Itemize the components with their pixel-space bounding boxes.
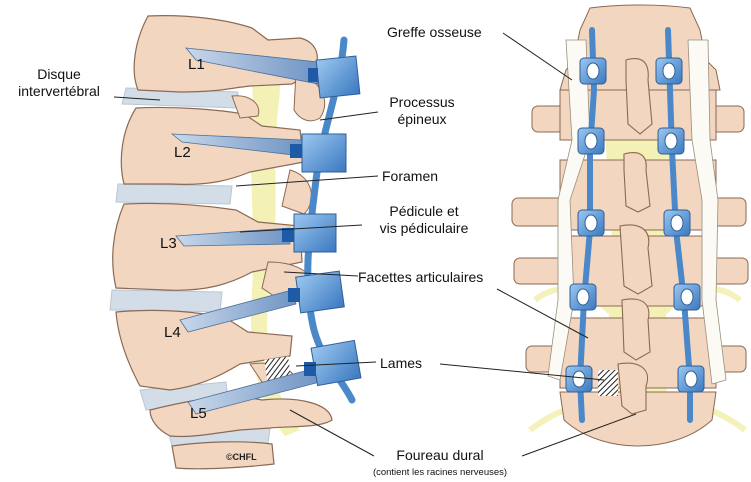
vertebra-label-l4: L4 (164, 324, 181, 341)
label-intervertebral-disc: Disque intervertébral (4, 66, 114, 100)
label-foramen: Foramen (382, 168, 439, 184)
label-spinous-line1: Processus (389, 94, 455, 110)
screw-collars-lateral (282, 68, 318, 376)
label-bone-graft: Greffe osseuse (387, 24, 482, 40)
label-dural-sac-note: (contient les racines nerveuses) (372, 467, 508, 478)
vertebra-label-l1: L1 (188, 56, 205, 73)
label-facet-joints: Facettes articulaires (358, 269, 484, 285)
label-dural-sac-title: Foureau dural (396, 447, 484, 463)
label-disc-line2: intervertébral (18, 83, 100, 99)
vertebra-label-l5: L5 (190, 405, 207, 422)
lateral-view (109, 15, 362, 470)
screw-heads-lateral (293, 55, 362, 387)
copyright-mark: ©CHFL (226, 452, 257, 462)
label-pedicle-line2: vis pédiculaire (379, 220, 469, 236)
posterior-view (511, 4, 749, 447)
label-spinous-line2: épineux (397, 111, 447, 127)
label-dural-sac: Foureau dural (contient les racines nerv… (340, 447, 540, 481)
vertebra-label-l3: L3 (160, 235, 177, 252)
label-pedicle-screw: Pédicule et vis pédiculaire (354, 203, 494, 237)
label-spinous-process: Processus épineux (370, 94, 474, 128)
leader-lines (113, 32, 637, 457)
label-lamina: Lames (380, 355, 423, 371)
spinous-processes (617, 58, 653, 415)
bone-graft-strips (547, 39, 727, 385)
vertebra-label-l2: L2 (174, 144, 191, 161)
pedicle-screws (170, 47, 321, 415)
label-pedicle-line1: Pédicule et (389, 203, 459, 219)
lamina-hatch-posterior (598, 370, 618, 396)
label-disc-line1: Disque (37, 66, 81, 82)
screw-caps-posterior (572, 62, 698, 388)
